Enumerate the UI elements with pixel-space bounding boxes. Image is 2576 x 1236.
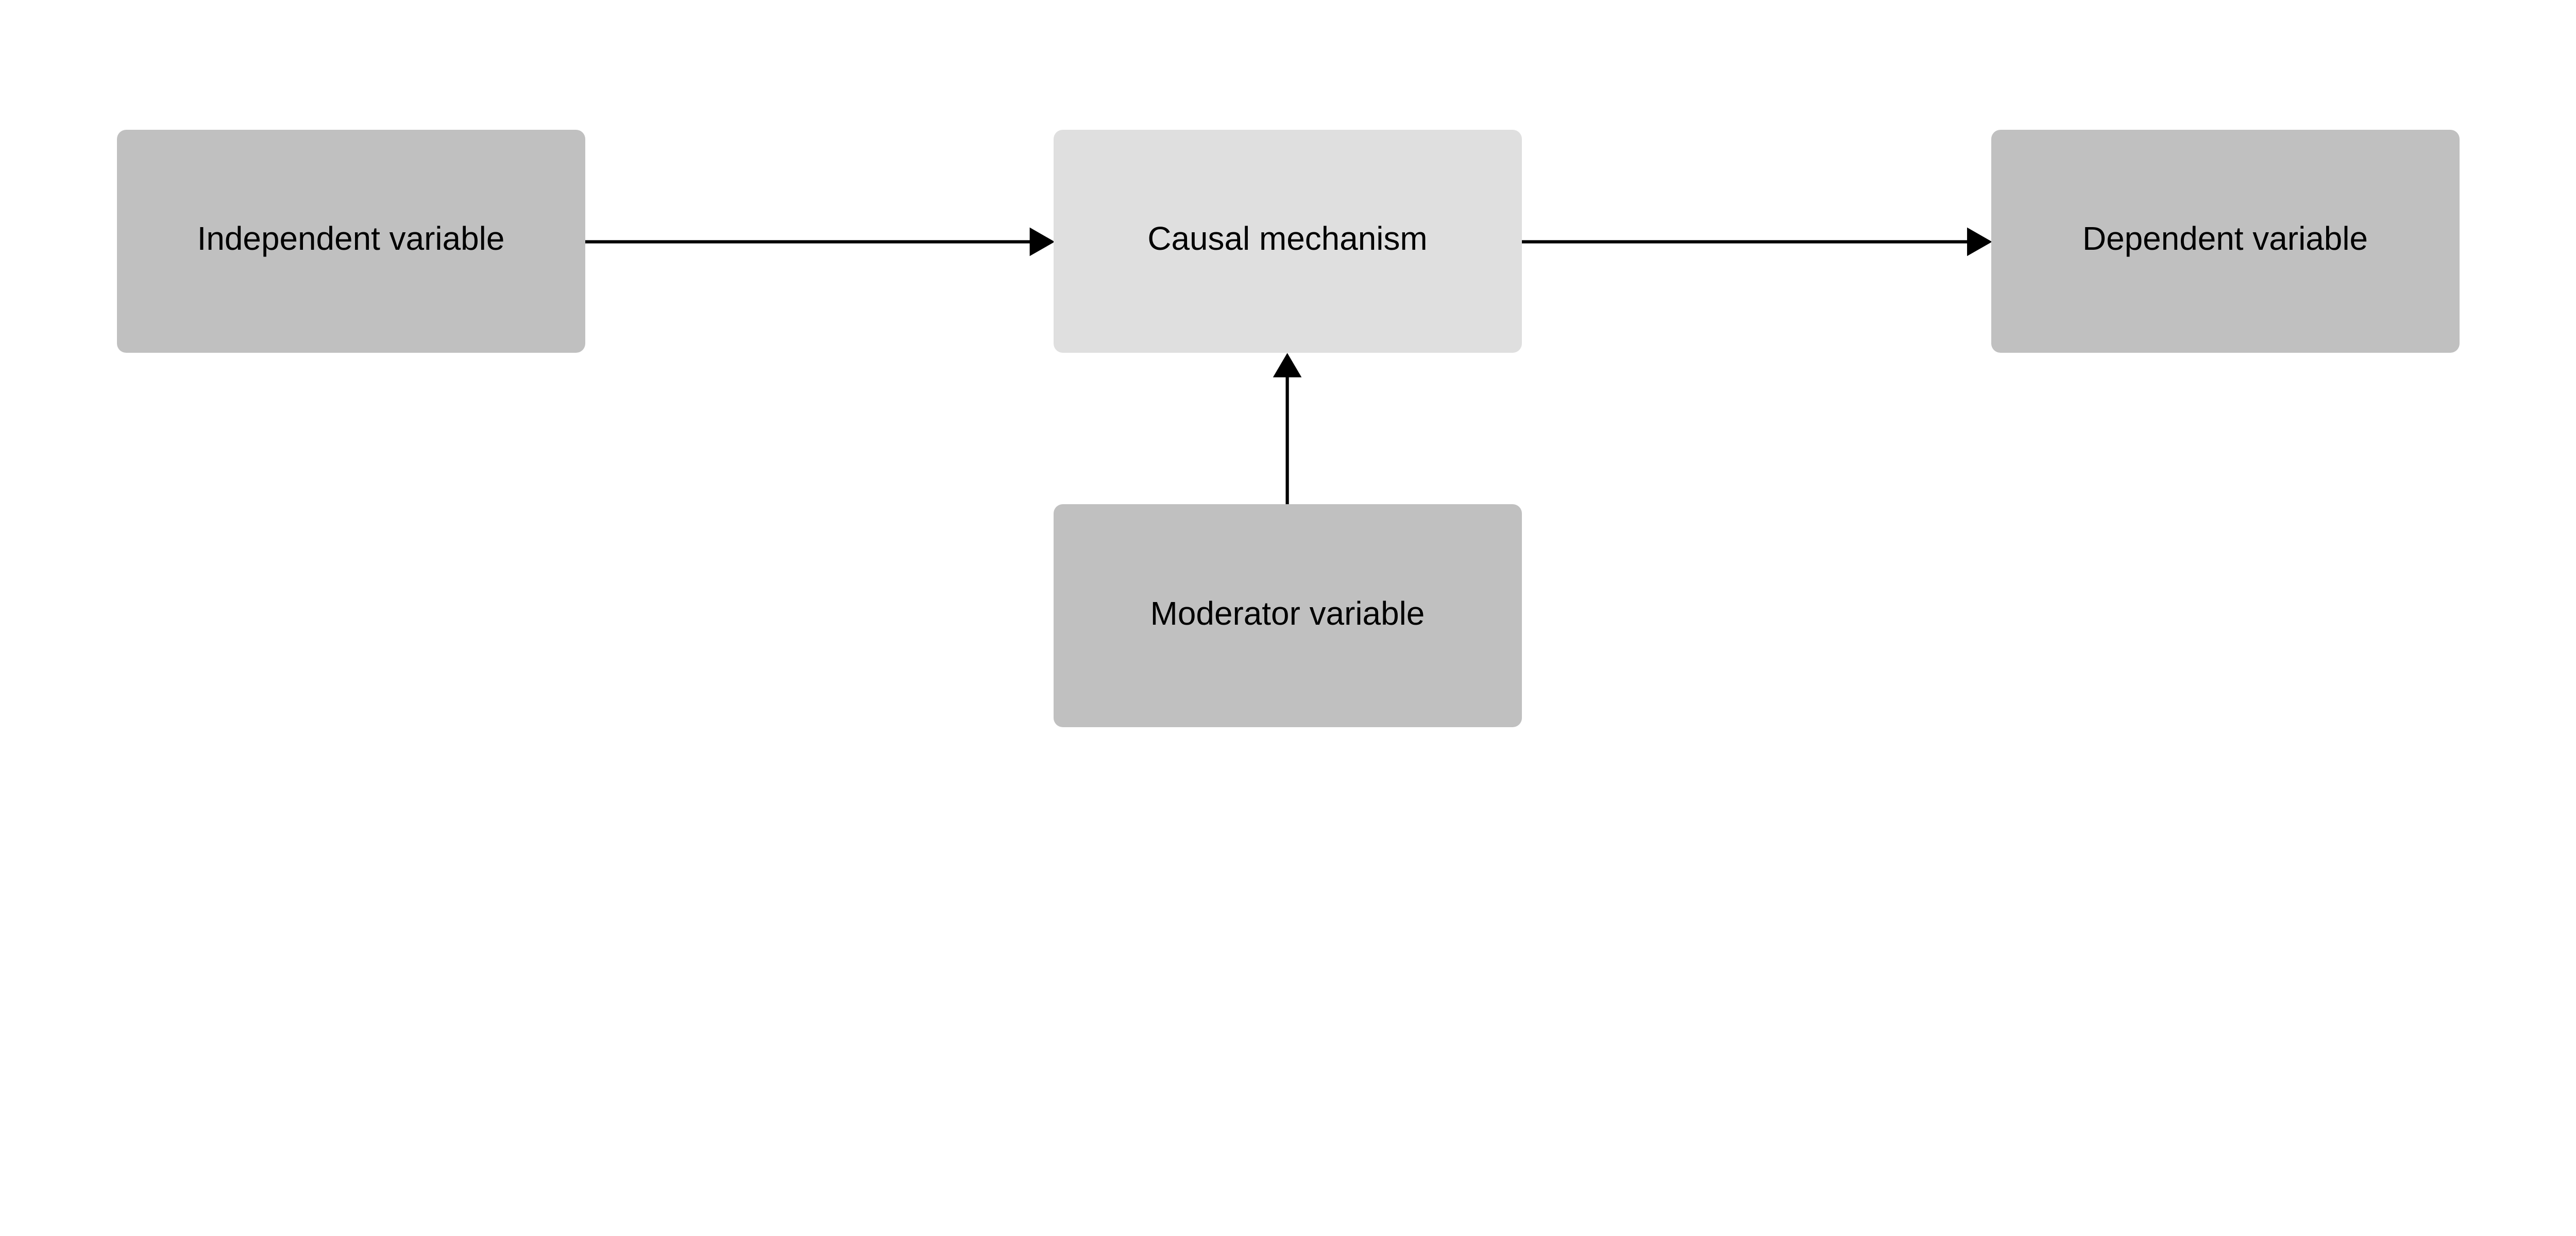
node-independent-variable: Independent variable	[116, 129, 585, 353]
arrow-moderator-to-mechanism	[1273, 353, 1302, 505]
arrow-independent-to-mechanism	[585, 227, 1055, 256]
node-moderator-variable: Moderator variable	[1053, 504, 1522, 728]
node-label: Dependent variable	[2082, 220, 2368, 258]
diagram-canvas: Independent variable Causal mechanism De…	[116, 129, 2460, 728]
node-label: Independent variable	[197, 220, 505, 258]
arrow-mechanism-to-dependent	[1521, 227, 1992, 256]
node-label: Moderator variable	[1150, 594, 1425, 632]
node-label: Causal mechanism	[1147, 220, 1428, 258]
edges-layer	[585, 227, 1992, 505]
node-dependent-variable: Dependent variable	[1991, 129, 2460, 353]
node-causal-mechanism: Causal mechanism	[1053, 129, 1522, 353]
